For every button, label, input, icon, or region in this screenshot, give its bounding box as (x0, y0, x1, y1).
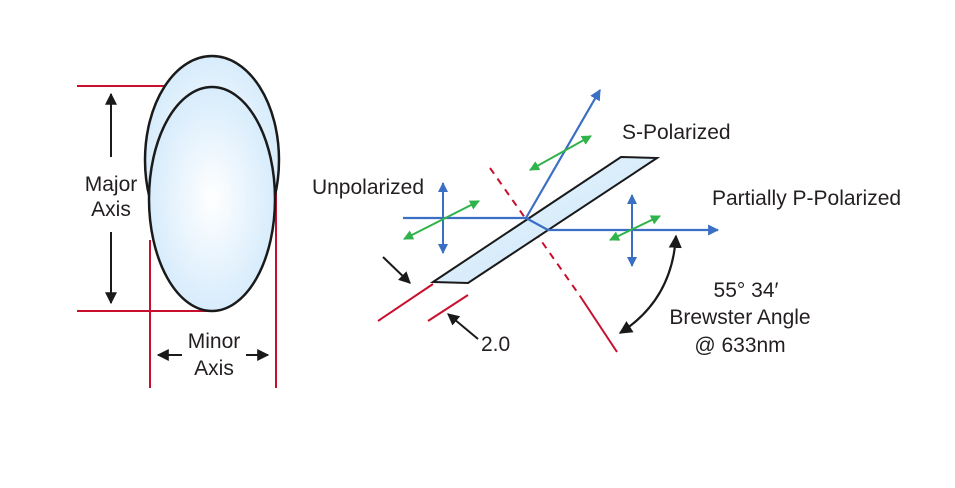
thickness-arrow-upper (382, 256, 411, 284)
thickness-line-left (377, 283, 434, 322)
angle-value-label: 55° 34′ (714, 279, 779, 302)
major-axis-label-line1: Major (85, 173, 138, 196)
surface-normal-solid (579, 295, 618, 353)
unpolarized-label: Unpolarized (312, 176, 424, 199)
s-polarized-label: S-Polarized (622, 121, 731, 144)
angle-name-label: Brewster Angle (669, 306, 810, 329)
brewster-beam-view: 2.0 Unpolarized S-Polarized Partially P-… (312, 89, 901, 357)
unpolarized-diagonal-arrow (403, 200, 480, 240)
thickness-line-right (427, 294, 469, 322)
angle-wavelength-label: @ 633nm (694, 334, 785, 357)
major-axis-label-line2: Axis (91, 198, 131, 221)
minor-axis-label-line2: Axis (194, 357, 234, 380)
s-polarized-arrow (529, 135, 592, 171)
partially-p-polarized-label: Partially P-Polarized (712, 187, 901, 210)
refracted-beam (525, 217, 549, 231)
brewster-angle-arc (618, 234, 682, 334)
thickness-arrow-lower (447, 313, 479, 340)
brewster-plate (429, 155, 661, 285)
p-polarized-diagonal-arrow (609, 215, 661, 241)
thickness-label: 2.0 (481, 333, 510, 356)
elliptical-window-view: Major Axis Minor Axis (77, 54, 281, 388)
window-front-face (147, 85, 277, 313)
minor-axis-label-line1: Minor (188, 330, 241, 353)
